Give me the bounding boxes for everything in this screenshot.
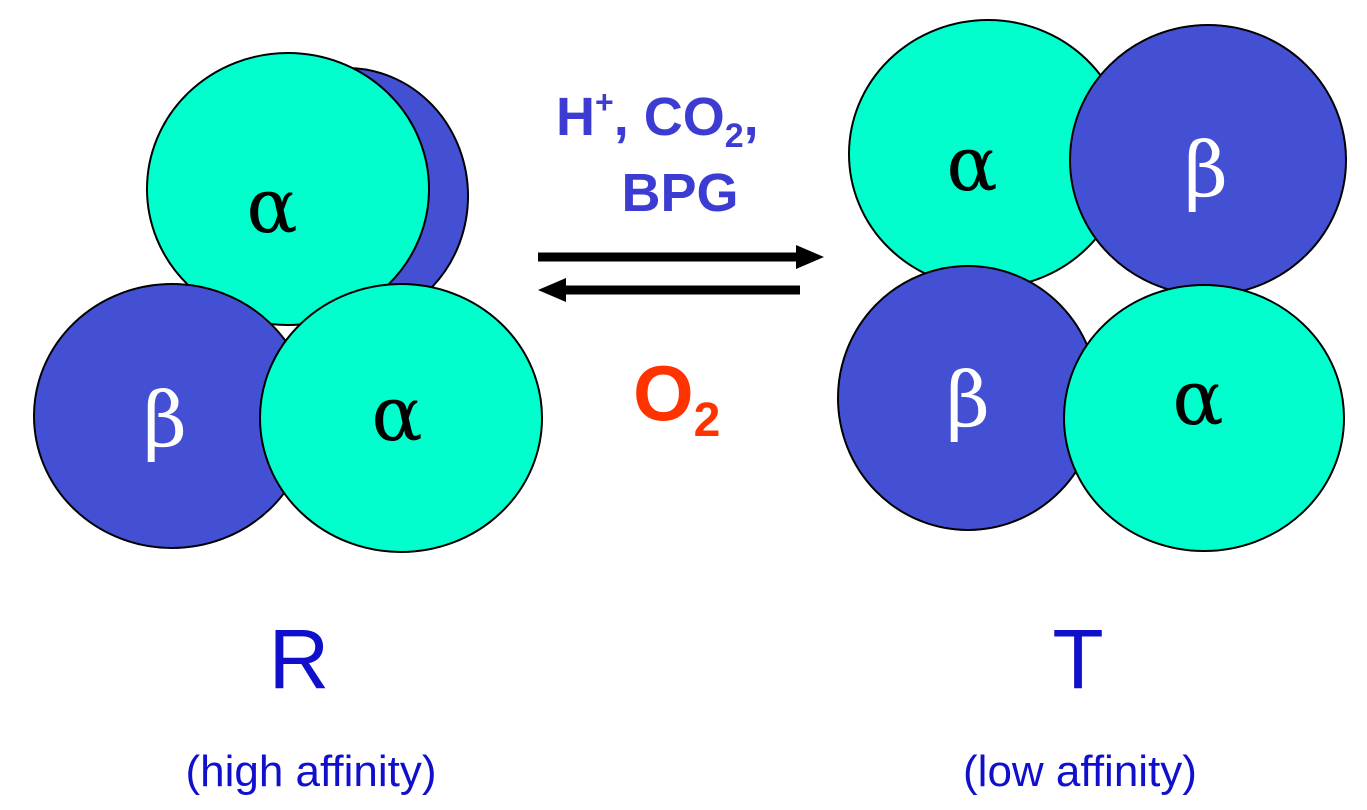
- t-top-alpha-symbol: α: [946, 119, 997, 208]
- t-bottom-alpha-symbol: α: [1172, 353, 1223, 442]
- forward-effectors-label: H+, CO2, BPG: [556, 84, 759, 223]
- co2-text: , CO: [614, 87, 725, 147]
- svg-text:H+, CO2,: H+, CO2,: [556, 84, 759, 155]
- forward-arrowhead: [796, 245, 824, 269]
- r-bottom-alpha-symbol: α: [371, 369, 422, 458]
- reverse-arrowhead: [538, 278, 566, 302]
- r-top-alpha-symbol: α: [246, 161, 297, 250]
- h-ion-text: H: [556, 87, 595, 147]
- h-ion-superscript: +: [595, 84, 614, 120]
- t-top-beta-symbol: β: [1184, 125, 1228, 214]
- r-state-description: (high affinity): [185, 747, 436, 796]
- equilibrium-arrows: [538, 245, 824, 302]
- bpg-text: BPG: [621, 163, 738, 223]
- t-state-label: T: [1052, 612, 1103, 706]
- r-state-label: R: [269, 612, 330, 706]
- oxygen-label: O2: [633, 349, 720, 447]
- co2-comma: ,: [744, 87, 759, 147]
- r-bottom-alpha-subunit: [259, 283, 543, 553]
- oxygen-subscript: 2: [694, 394, 721, 447]
- r-state-tetramer: α β α: [33, 52, 543, 553]
- oxygen-text: O: [633, 349, 694, 437]
- co2-subscript: 2: [725, 117, 744, 155]
- t-state-description: (low affinity): [963, 747, 1197, 796]
- t-state-tetramer: α β β α: [837, 19, 1347, 552]
- r-bottom-beta-symbol: β: [143, 375, 187, 464]
- r-top-alpha-subunit: [146, 52, 430, 326]
- t-bottom-alpha-subunit: [1063, 284, 1345, 552]
- t-bottom-beta-symbol: β: [946, 355, 990, 444]
